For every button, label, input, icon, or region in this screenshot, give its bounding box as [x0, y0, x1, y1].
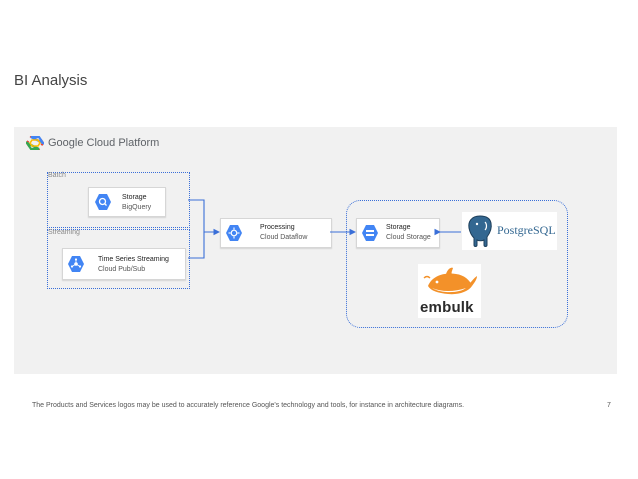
page-number: 7	[607, 402, 611, 409]
bigquery-node[interactable]: Storage BigQuery	[88, 187, 166, 217]
dataflow-icon	[226, 225, 242, 241]
dataflow-subtitle: Cloud Dataflow	[260, 234, 308, 241]
orca-icon	[423, 267, 477, 295]
pubsub-subtitle: Cloud Pub/Sub	[98, 266, 146, 273]
cloud-storage-title: Storage	[386, 224, 411, 231]
streaming-group-label: Streaming	[48, 229, 80, 236]
gcp-logo-text: Google Cloud Platform	[48, 137, 160, 149]
streaming-to-dataflow-connector	[188, 232, 205, 259]
embulk-wordmark: embulk	[420, 299, 474, 316]
cloud-storage-icon	[362, 225, 378, 241]
cloud-storage-node[interactable]: Storage Cloud Storage	[356, 218, 440, 248]
slide-title: BI Analysis	[14, 72, 88, 89]
dataflow-node[interactable]: Processing Cloud Dataflow	[220, 218, 332, 248]
postgresql-logo: PostgreSQL	[462, 212, 557, 250]
postgresql-wordmark: PostgreSQL	[497, 223, 556, 237]
bigquery-subtitle: BigQuery	[122, 204, 152, 211]
embulk-logo: embulk	[418, 264, 481, 318]
dataflow-title: Processing	[260, 224, 295, 231]
pubsub-icon	[68, 256, 84, 272]
bigquery-icon	[95, 194, 111, 210]
batch-group-label: Batch	[48, 172, 66, 179]
streaming-group	[47, 229, 190, 289]
gcp-logo: Google Cloud Platform	[26, 136, 159, 150]
gcp-hexagon-icon	[26, 136, 44, 150]
pubsub-title: Time Series Streaming	[98, 256, 169, 263]
elephant-icon	[468, 215, 492, 247]
batch-to-dataflow-connector	[188, 199, 221, 236]
storage-group	[346, 200, 568, 328]
bigquery-title: Storage	[122, 194, 147, 201]
pubsub-node[interactable]: Time Series Streaming Cloud Pub/Sub	[62, 248, 186, 280]
cloud-storage-subtitle: Cloud Storage	[386, 234, 431, 241]
footer-note: The Products and Services logos may be u…	[32, 402, 465, 409]
